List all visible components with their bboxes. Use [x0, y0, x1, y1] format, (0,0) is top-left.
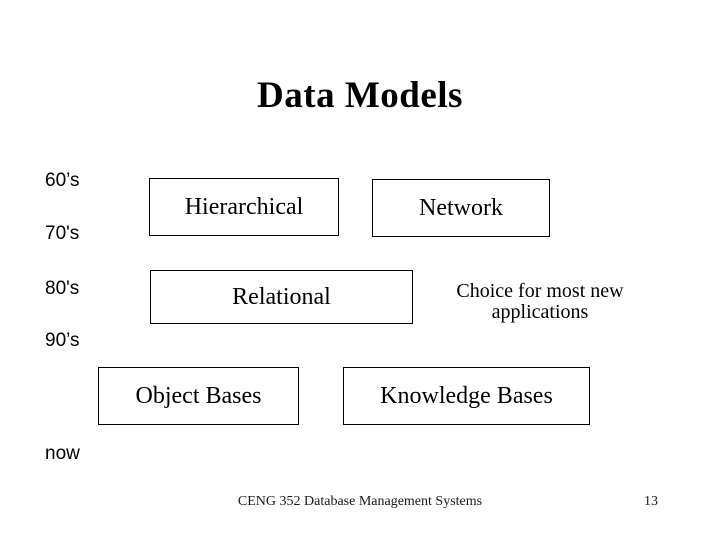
- box-object-bases-label: Object Bases: [135, 382, 262, 409]
- slide-title: Data Models: [257, 75, 463, 116]
- timeline-label-70s: 70's: [45, 223, 80, 244]
- timeline-label-90s: 90’s: [45, 330, 80, 351]
- page-number: 13: [644, 494, 658, 509]
- box-object-bases: Object Bases: [98, 367, 299, 425]
- timeline-label-60s: 60’s: [45, 170, 80, 191]
- box-relational: Relational: [150, 270, 413, 324]
- annotation-choice-line1: Choice for most new: [456, 280, 624, 302]
- box-knowledge-bases-label: Knowledge Bases: [380, 382, 553, 409]
- timeline-label-now: now: [45, 443, 80, 464]
- annotation-choice: Choice for most new applications: [430, 281, 650, 323]
- box-knowledge-bases: Knowledge Bases: [343, 367, 590, 425]
- annotation-choice-line2: applications: [491, 301, 589, 323]
- box-relational-label: Relational: [232, 283, 331, 310]
- box-hierarchical: Hierarchical: [149, 178, 339, 236]
- box-network-label: Network: [419, 194, 503, 221]
- box-hierarchical-label: Hierarchical: [184, 193, 304, 220]
- timeline-label-80s: 80's: [45, 278, 80, 299]
- box-network: Network: [372, 179, 550, 237]
- footer-course-title: CENG 352 Database Management Systems: [237, 494, 483, 509]
